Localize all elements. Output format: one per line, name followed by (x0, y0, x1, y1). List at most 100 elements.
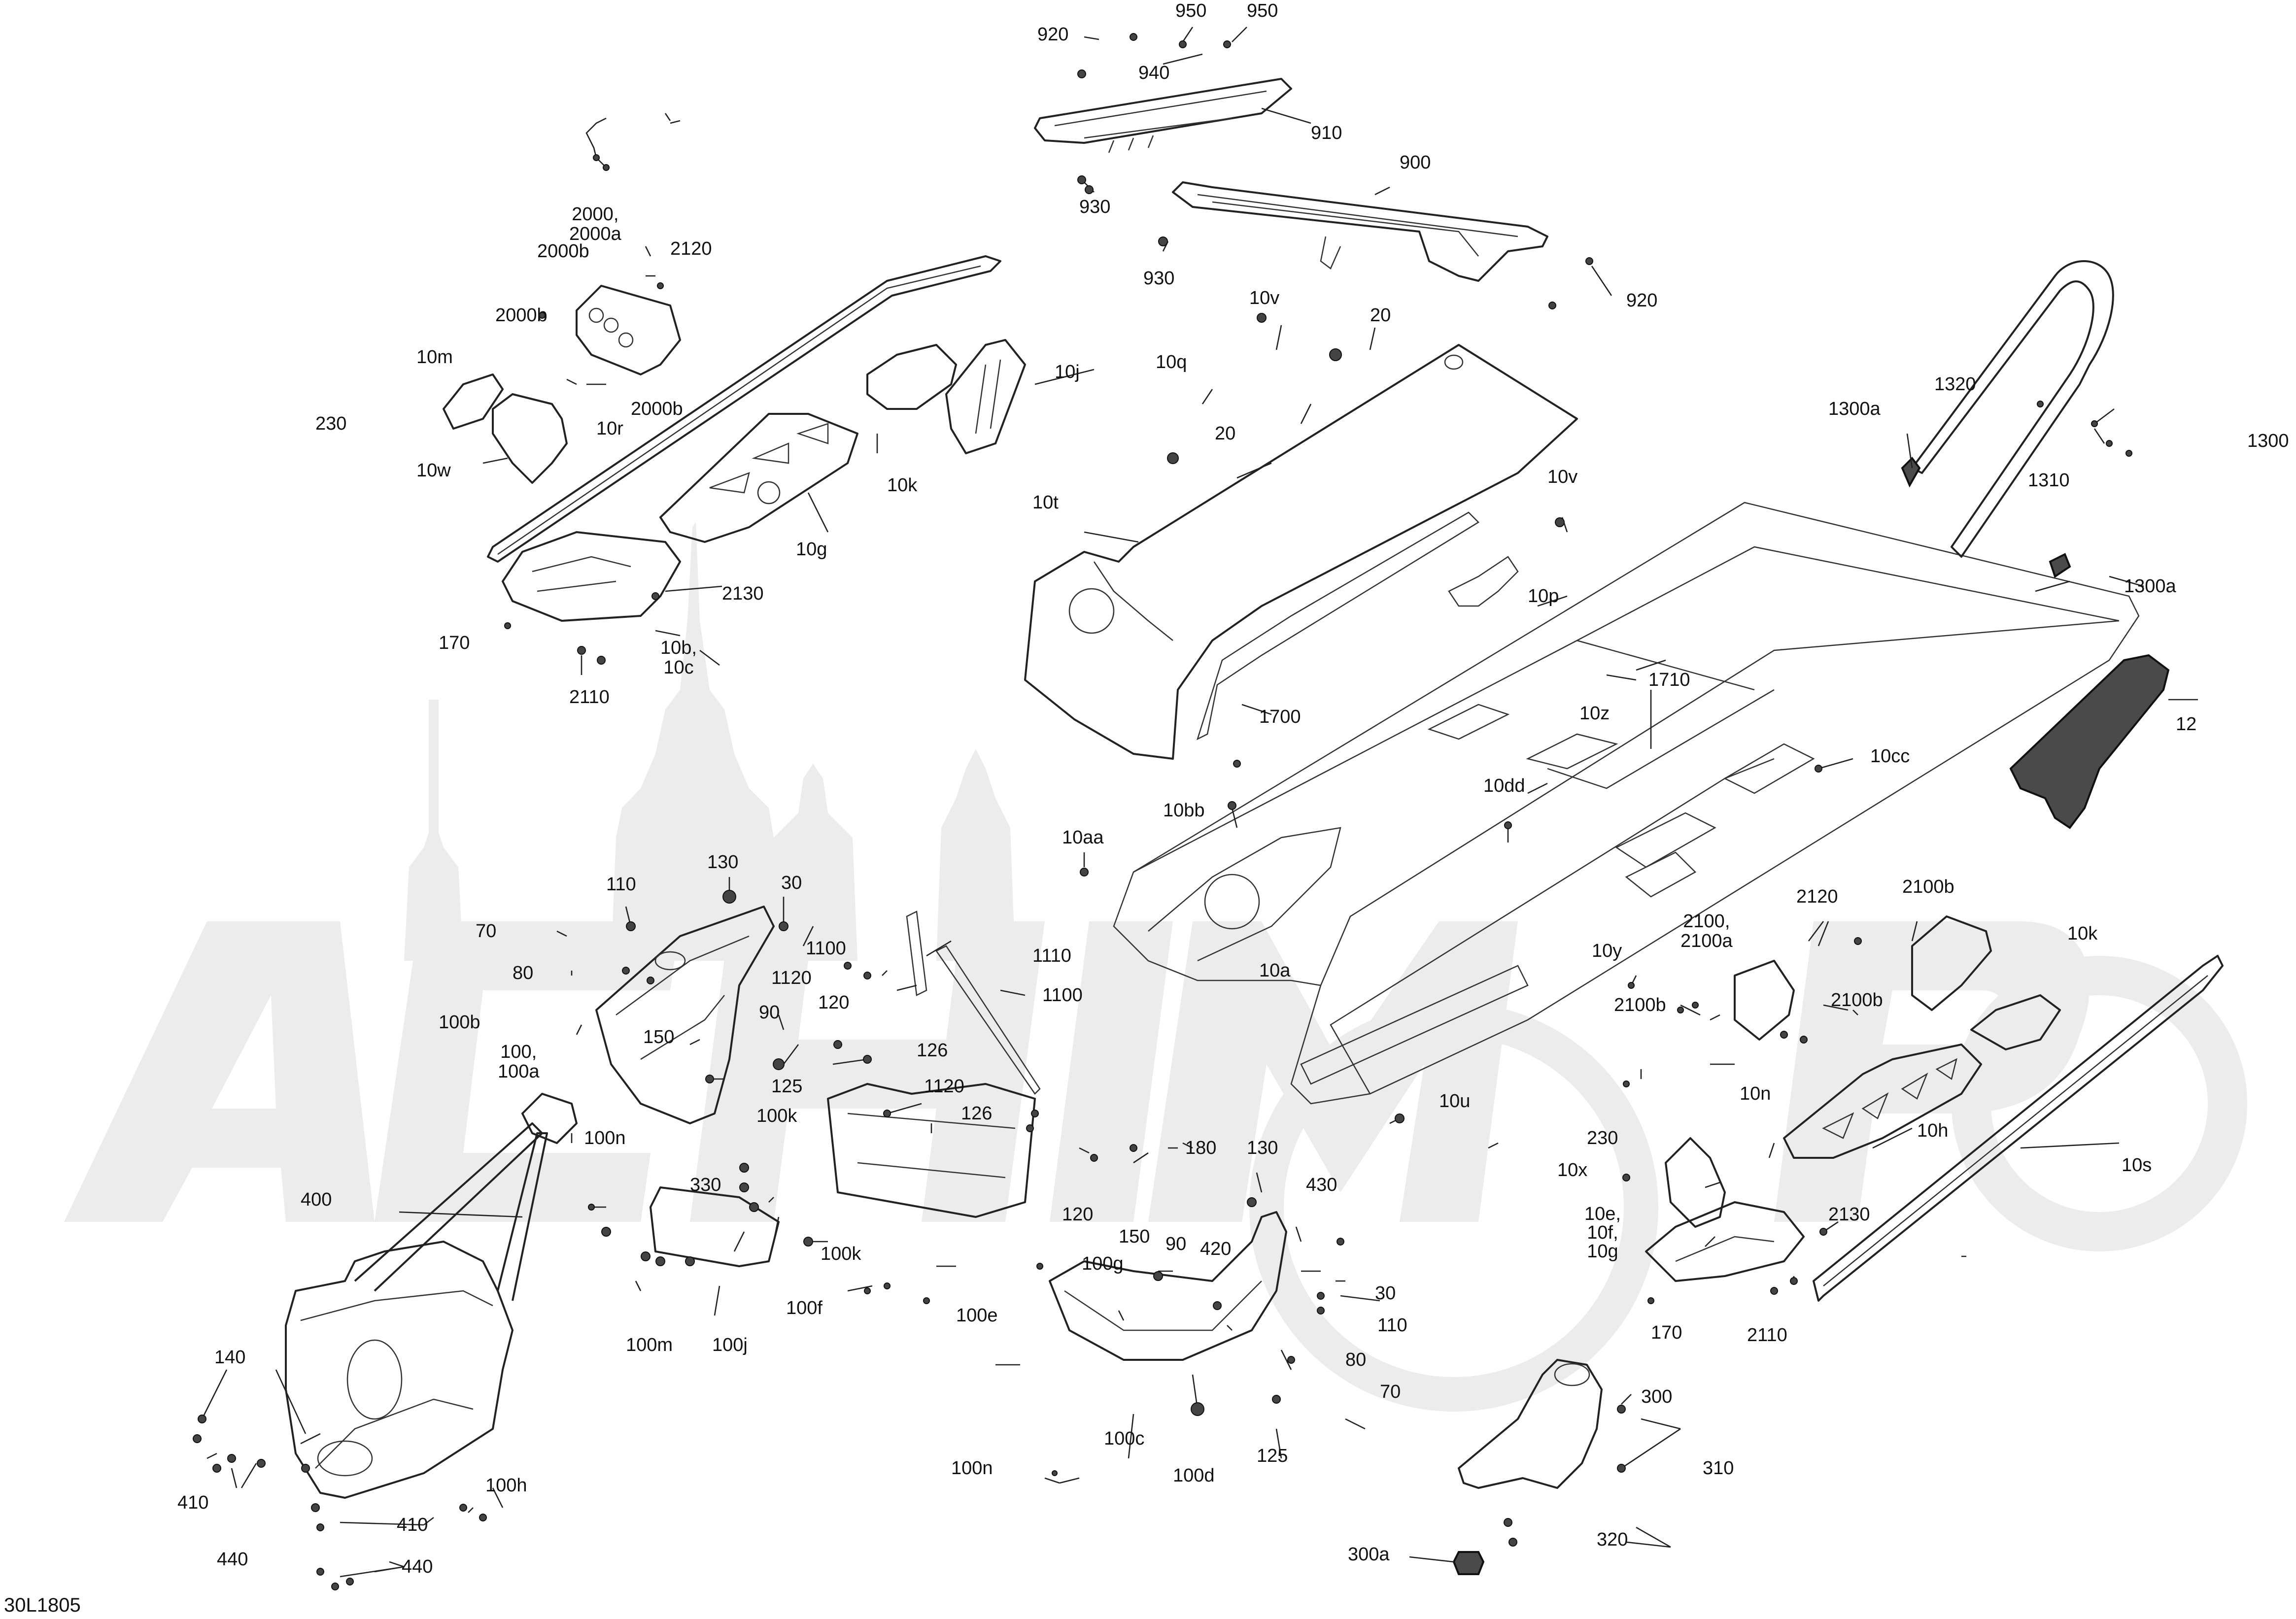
callout-100-100a: 100, 100a (498, 1042, 540, 1082)
callout-420: 420 (1200, 1239, 1232, 1259)
fasteners (193, 33, 2132, 1590)
callout-2000b: 2000b (537, 241, 589, 262)
callout-1110: 1110 (1032, 945, 1071, 966)
callout-2100b: 2100b (1614, 995, 1666, 1015)
callout-100j: 100j (712, 1335, 748, 1355)
callout-70: 70 (1380, 1382, 1401, 1402)
callout-1300a: 1300a (1828, 399, 1881, 419)
pad (2009, 654, 2170, 829)
callout-230: 230 (1587, 1128, 1618, 1148)
callout-110: 110 (606, 874, 636, 895)
callout-20: 20 (1215, 423, 1236, 444)
callout-140: 140 (214, 1347, 246, 1368)
callout-1100: 1100 (806, 938, 846, 959)
callout-130: 130 (707, 852, 739, 873)
watermark (64, 522, 2247, 1412)
callout-125: 125 (771, 1076, 803, 1097)
callout-120: 120 (1062, 1204, 1094, 1225)
callout-2110: 2110 (569, 687, 610, 708)
callout-920: 920 (1037, 24, 1069, 45)
callout-2100b: 2100b (1902, 877, 1954, 897)
callout-440: 440 (217, 1549, 248, 1570)
callout-100n: 100n (951, 1458, 993, 1479)
left-running-board (487, 255, 1001, 563)
callout-10k: 10k (2067, 923, 2098, 944)
callout-2000b: 2000b (631, 399, 683, 419)
callout-10n: 10n (1740, 1083, 1771, 1104)
callout-2110: 2110 (1747, 1325, 1787, 1346)
callout-100g: 100g (1082, 1253, 1124, 1274)
callout-10m: 10m (416, 347, 453, 368)
callout-170: 170 (439, 633, 470, 653)
callout-10u: 10u (1439, 1091, 1471, 1112)
callout-10h: 10h (1917, 1120, 1949, 1141)
callout-930: 930 (1143, 268, 1175, 289)
callout-1700: 1700 (1259, 707, 1301, 727)
callout-10a: 10a (1259, 960, 1291, 981)
grab-handle (1901, 260, 2114, 578)
callout-10e-10f-10g: 10e, 10f, 10g (1584, 1204, 1621, 1262)
callout-10g: 10g (796, 539, 827, 560)
tunnel (1024, 344, 1578, 760)
callout-2000-2000a: 2000, 2000a (569, 204, 621, 244)
callout-170: 170 (1651, 1322, 1682, 1343)
callout-110: 110 (1377, 1315, 1407, 1336)
callout-10p: 10p (1528, 586, 1559, 607)
callout-100b: 100b (439, 1012, 480, 1033)
callout-10cc: 10cc (1870, 746, 1910, 767)
callout-100m: 100m (626, 1335, 673, 1355)
callout-10z: 10z (1579, 703, 1610, 724)
callout-320: 320 (1597, 1529, 1628, 1550)
callout-910: 910 (1311, 123, 1342, 143)
callout-1120: 1120 (771, 968, 812, 988)
callout-150: 150 (643, 1027, 675, 1047)
lower-bracket (1452, 1359, 1603, 1575)
callout-90: 90 (1165, 1234, 1187, 1254)
callout-10r: 10r (596, 418, 623, 439)
callout-30: 30 (1375, 1283, 1396, 1304)
callout-10k: 10k (887, 475, 918, 496)
front-frame (285, 1093, 578, 1499)
callout-410: 410 (177, 1492, 209, 1513)
callout-130: 130 (1247, 1138, 1278, 1158)
callout-940: 940 (1138, 63, 1170, 83)
callout-180: 180 (1185, 1138, 1217, 1158)
callout-1300: 1300 (2247, 431, 2289, 451)
callout-2000b: 2000b (495, 305, 548, 326)
callout-10q: 10q (1156, 352, 1187, 372)
callout-10j: 10j (1055, 362, 1080, 382)
callout-230: 230 (315, 413, 347, 434)
callout-10s: 10s (2122, 1155, 2152, 1176)
callout-100f: 100f (786, 1298, 822, 1318)
callout-100c: 100c (1104, 1428, 1145, 1449)
callout-10w: 10w (416, 460, 451, 481)
callout-440: 440 (402, 1556, 433, 1577)
callout-2100b: 2100b (1831, 990, 1883, 1011)
callout-310: 310 (1703, 1458, 1734, 1479)
callout-2130: 2130 (1828, 1204, 1870, 1225)
callout-90: 90 (759, 1002, 780, 1023)
callout-80: 80 (513, 963, 534, 983)
callout-10x: 10x (1557, 1160, 1588, 1181)
callout-30: 30 (781, 873, 802, 893)
callout-100k: 100k (821, 1244, 861, 1264)
callout-10y: 10y (1592, 941, 1622, 961)
front-suspension-parts (595, 906, 1287, 1361)
callout-100k: 100k (756, 1106, 797, 1126)
callout-930: 930 (1079, 197, 1111, 217)
callout-1710: 1710 (1648, 670, 1690, 690)
callout-900: 900 (1400, 152, 1431, 173)
callout-120: 120 (818, 992, 850, 1013)
callout-10b-10c: 10b, 10c (660, 638, 697, 678)
callout-125: 125 (1257, 1446, 1288, 1466)
callout-10bb: 10bb (1163, 800, 1205, 821)
right-footrest-assembly (1645, 915, 2224, 1302)
left-footrest-assembly (443, 285, 1026, 622)
callout-100n: 100n (584, 1128, 626, 1148)
callout-920: 920 (1626, 290, 1658, 311)
callout-150: 150 (1119, 1226, 1150, 1247)
callout-1310: 1310 (2028, 470, 2070, 491)
callout-950: 950 (1247, 0, 1278, 21)
callout-2100-2100a: 2100, 2100a (1680, 911, 1733, 951)
